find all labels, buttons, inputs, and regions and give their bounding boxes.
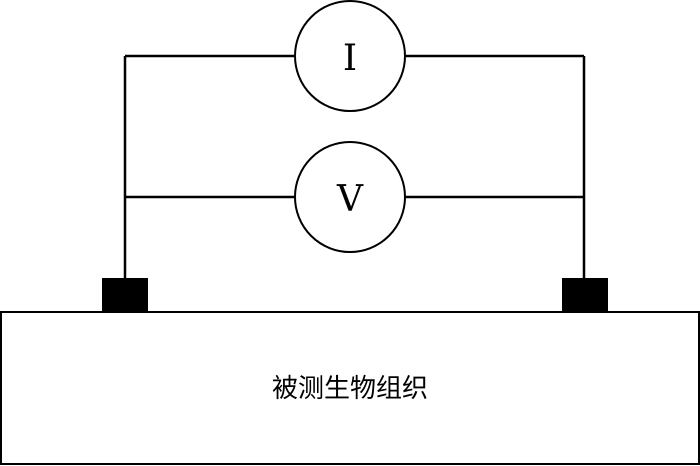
voltage-meter-label: V bbox=[336, 179, 364, 220]
tissue-block bbox=[0, 311, 700, 465]
current-meter bbox=[294, 0, 406, 112]
left-electrode bbox=[102, 278, 148, 312]
voltage-meter bbox=[294, 141, 406, 253]
right-electrode bbox=[562, 278, 608, 312]
tissue-label: 被测生物组织 bbox=[272, 374, 428, 404]
current-meter-label: I bbox=[343, 38, 357, 79]
